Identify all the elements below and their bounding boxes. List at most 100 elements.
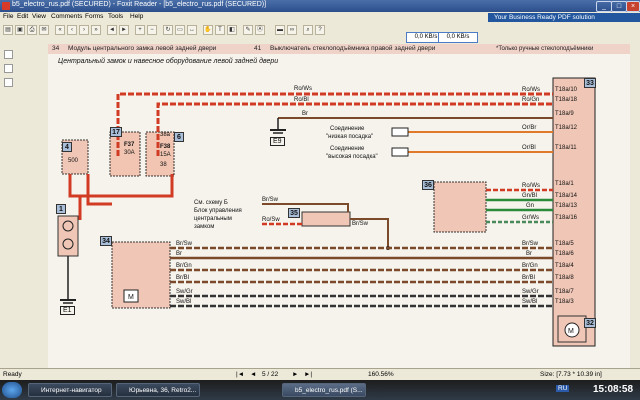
navigation-panel bbox=[0, 44, 48, 368]
battery bbox=[57, 215, 79, 257]
wire-label: Ro/Bl bbox=[294, 97, 309, 103]
last-page-icon[interactable]: » bbox=[91, 25, 101, 35]
wire-label: Or/Bl bbox=[522, 145, 536, 151]
header-num-1: 34 bbox=[52, 45, 60, 52]
highlight-icon[interactable]: ▬ bbox=[275, 25, 285, 35]
door-lock-module-34 bbox=[111, 241, 171, 309]
search-icon[interactable]: ⌕ bbox=[303, 25, 313, 35]
app-icon bbox=[2, 2, 10, 10]
wiring-diagram: M M bbox=[57, 77, 596, 347]
taskbar-item-tab[interactable]: Юрьевна, 36, Retro2... bbox=[116, 383, 200, 397]
taskbar-item-browser[interactable]: Интернет-навигатор bbox=[28, 383, 112, 397]
zoom-level[interactable]: 160.56% bbox=[368, 371, 394, 378]
promo-banner[interactable]: Your Business Ready PDF solution bbox=[488, 13, 640, 22]
wire-label: Br/Bl bbox=[522, 275, 536, 281]
terminal: T18a/5 bbox=[555, 241, 574, 247]
tag-4: 4 bbox=[62, 142, 72, 152]
rotate-icon[interactable]: ↻ bbox=[163, 25, 173, 35]
tag-35: 35 bbox=[288, 208, 300, 218]
terminal: T18a/3 bbox=[555, 299, 574, 305]
tag-33: 33 bbox=[584, 78, 596, 88]
wire-label: Ro/Ws bbox=[522, 87, 540, 93]
wire-label: Br/Sw bbox=[262, 197, 279, 203]
save-icon[interactable]: ▣ bbox=[15, 25, 25, 35]
email-icon[interactable]: ✉ bbox=[39, 25, 49, 35]
close-button[interactable]: × bbox=[626, 1, 640, 12]
snapshot-icon[interactable]: ◧ bbox=[227, 25, 237, 35]
terminal: T18a/7 bbox=[555, 289, 574, 295]
language-indicator[interactable]: RU bbox=[556, 385, 570, 392]
prev-page-icon[interactable]: ◄ bbox=[250, 371, 257, 378]
page-indicator[interactable]: 5 / 22 bbox=[262, 371, 279, 378]
maximize-button[interactable]: □ bbox=[611, 1, 627, 12]
tag-6: 6 bbox=[174, 132, 184, 142]
wire-label: Br/Bl bbox=[176, 275, 190, 281]
wire-label: Ro/Gn bbox=[522, 97, 540, 103]
terminal: T18a/16 bbox=[555, 215, 578, 221]
fuse-c38a: 38a bbox=[160, 132, 171, 138]
next-page-icon[interactable]: › bbox=[79, 25, 89, 35]
menu-view[interactable]: View bbox=[32, 13, 46, 20]
menu-file[interactable]: File bbox=[3, 13, 14, 20]
note-icon[interactable]: ✎ bbox=[243, 25, 253, 35]
wire-label: Ro/Ws bbox=[294, 86, 312, 92]
status-bar: Ready |◄ ◄ 5 / 22 ► ►| 160.56% Size: [7.… bbox=[0, 368, 640, 381]
tag-1: 1 bbox=[56, 204, 66, 214]
status-ready: Ready bbox=[3, 371, 22, 378]
menu-forms[interactable]: Forms bbox=[85, 13, 104, 20]
select-text-icon[interactable]: T bbox=[215, 25, 225, 35]
menu-tools[interactable]: Tools bbox=[108, 13, 124, 20]
minimize-button[interactable]: _ bbox=[596, 1, 612, 12]
menu-comments[interactable]: Comments bbox=[51, 13, 83, 20]
fuse-f38-rating: 15A bbox=[160, 152, 171, 158]
ground-e9: E9 bbox=[270, 137, 285, 146]
wire-label: Br bbox=[526, 251, 532, 257]
print-icon[interactable]: ⎙ bbox=[27, 25, 37, 35]
pages-icon[interactable] bbox=[4, 64, 13, 73]
first-page-icon[interactable]: |◄ bbox=[236, 371, 245, 378]
svg-text:M: M bbox=[128, 294, 134, 301]
menu-edit[interactable]: Edit bbox=[17, 13, 29, 20]
typewriter-icon[interactable]: Ⓐ bbox=[255, 25, 265, 35]
bookmarks-icon[interactable] bbox=[4, 50, 13, 59]
last-page-icon[interactable]: ►| bbox=[304, 371, 313, 378]
clock[interactable]: 15:08:58 bbox=[592, 384, 634, 395]
link-icon[interactable]: ∞ bbox=[287, 25, 297, 35]
back-icon[interactable]: ◄ bbox=[107, 25, 117, 35]
wire-label: Ro/Sw bbox=[262, 217, 280, 223]
layers-icon[interactable] bbox=[4, 78, 13, 87]
zoom-in-icon[interactable]: + bbox=[135, 25, 145, 35]
wire-label: Sw/Gr bbox=[522, 289, 539, 295]
component-35 bbox=[301, 211, 351, 227]
fit-page-icon[interactable]: ▭ bbox=[175, 25, 185, 35]
zoom-out-icon[interactable]: − bbox=[147, 25, 157, 35]
taskbar-item-foxit[interactable]: b5_electro_rus.pdf (S... bbox=[282, 383, 366, 397]
hand-tool-icon[interactable]: ✋ bbox=[203, 25, 213, 35]
window-switch-36 bbox=[433, 181, 487, 233]
menu-help[interactable]: Help bbox=[130, 13, 144, 20]
next-page-icon[interactable]: ► bbox=[292, 371, 299, 378]
fuse-f37-rating: 30A bbox=[124, 150, 135, 156]
title-bar: b5_electro_rus.pdf (SECURED) - Foxit Rea… bbox=[0, 0, 640, 12]
prev-page-icon[interactable]: ‹ bbox=[67, 25, 77, 35]
help-icon[interactable]: ? bbox=[315, 25, 325, 35]
wire-label: Br/Sw bbox=[352, 221, 369, 227]
see-note-line: центральным bbox=[194, 216, 232, 222]
wire-label: Sw/Bl bbox=[522, 299, 538, 305]
fit-width-icon[interactable]: ↔ bbox=[187, 25, 197, 35]
wire-label: Gr/Ws bbox=[522, 215, 539, 221]
first-page-icon[interactable]: « bbox=[55, 25, 65, 35]
fuse-f38-label: F38 bbox=[160, 144, 171, 150]
document-view[interactable]: 34 Модуль центрального замка левой задне… bbox=[48, 44, 630, 368]
start-button[interactable] bbox=[2, 382, 22, 398]
header-text-1: Модуль центрального замка левой задней д… bbox=[68, 45, 217, 52]
fuse-box-f37 bbox=[109, 131, 141, 177]
forward-icon[interactable]: ► bbox=[119, 25, 129, 35]
terminal: T18a/4 bbox=[555, 263, 574, 269]
wire-label: Br bbox=[302, 111, 308, 117]
open-icon[interactable]: ▤ bbox=[3, 25, 13, 35]
vertical-scrollbar[interactable] bbox=[630, 44, 640, 368]
terminal: T18a/13 bbox=[555, 203, 578, 209]
terminal: T18a/6 bbox=[555, 251, 574, 257]
connection-label: Соединение bbox=[330, 146, 365, 152]
